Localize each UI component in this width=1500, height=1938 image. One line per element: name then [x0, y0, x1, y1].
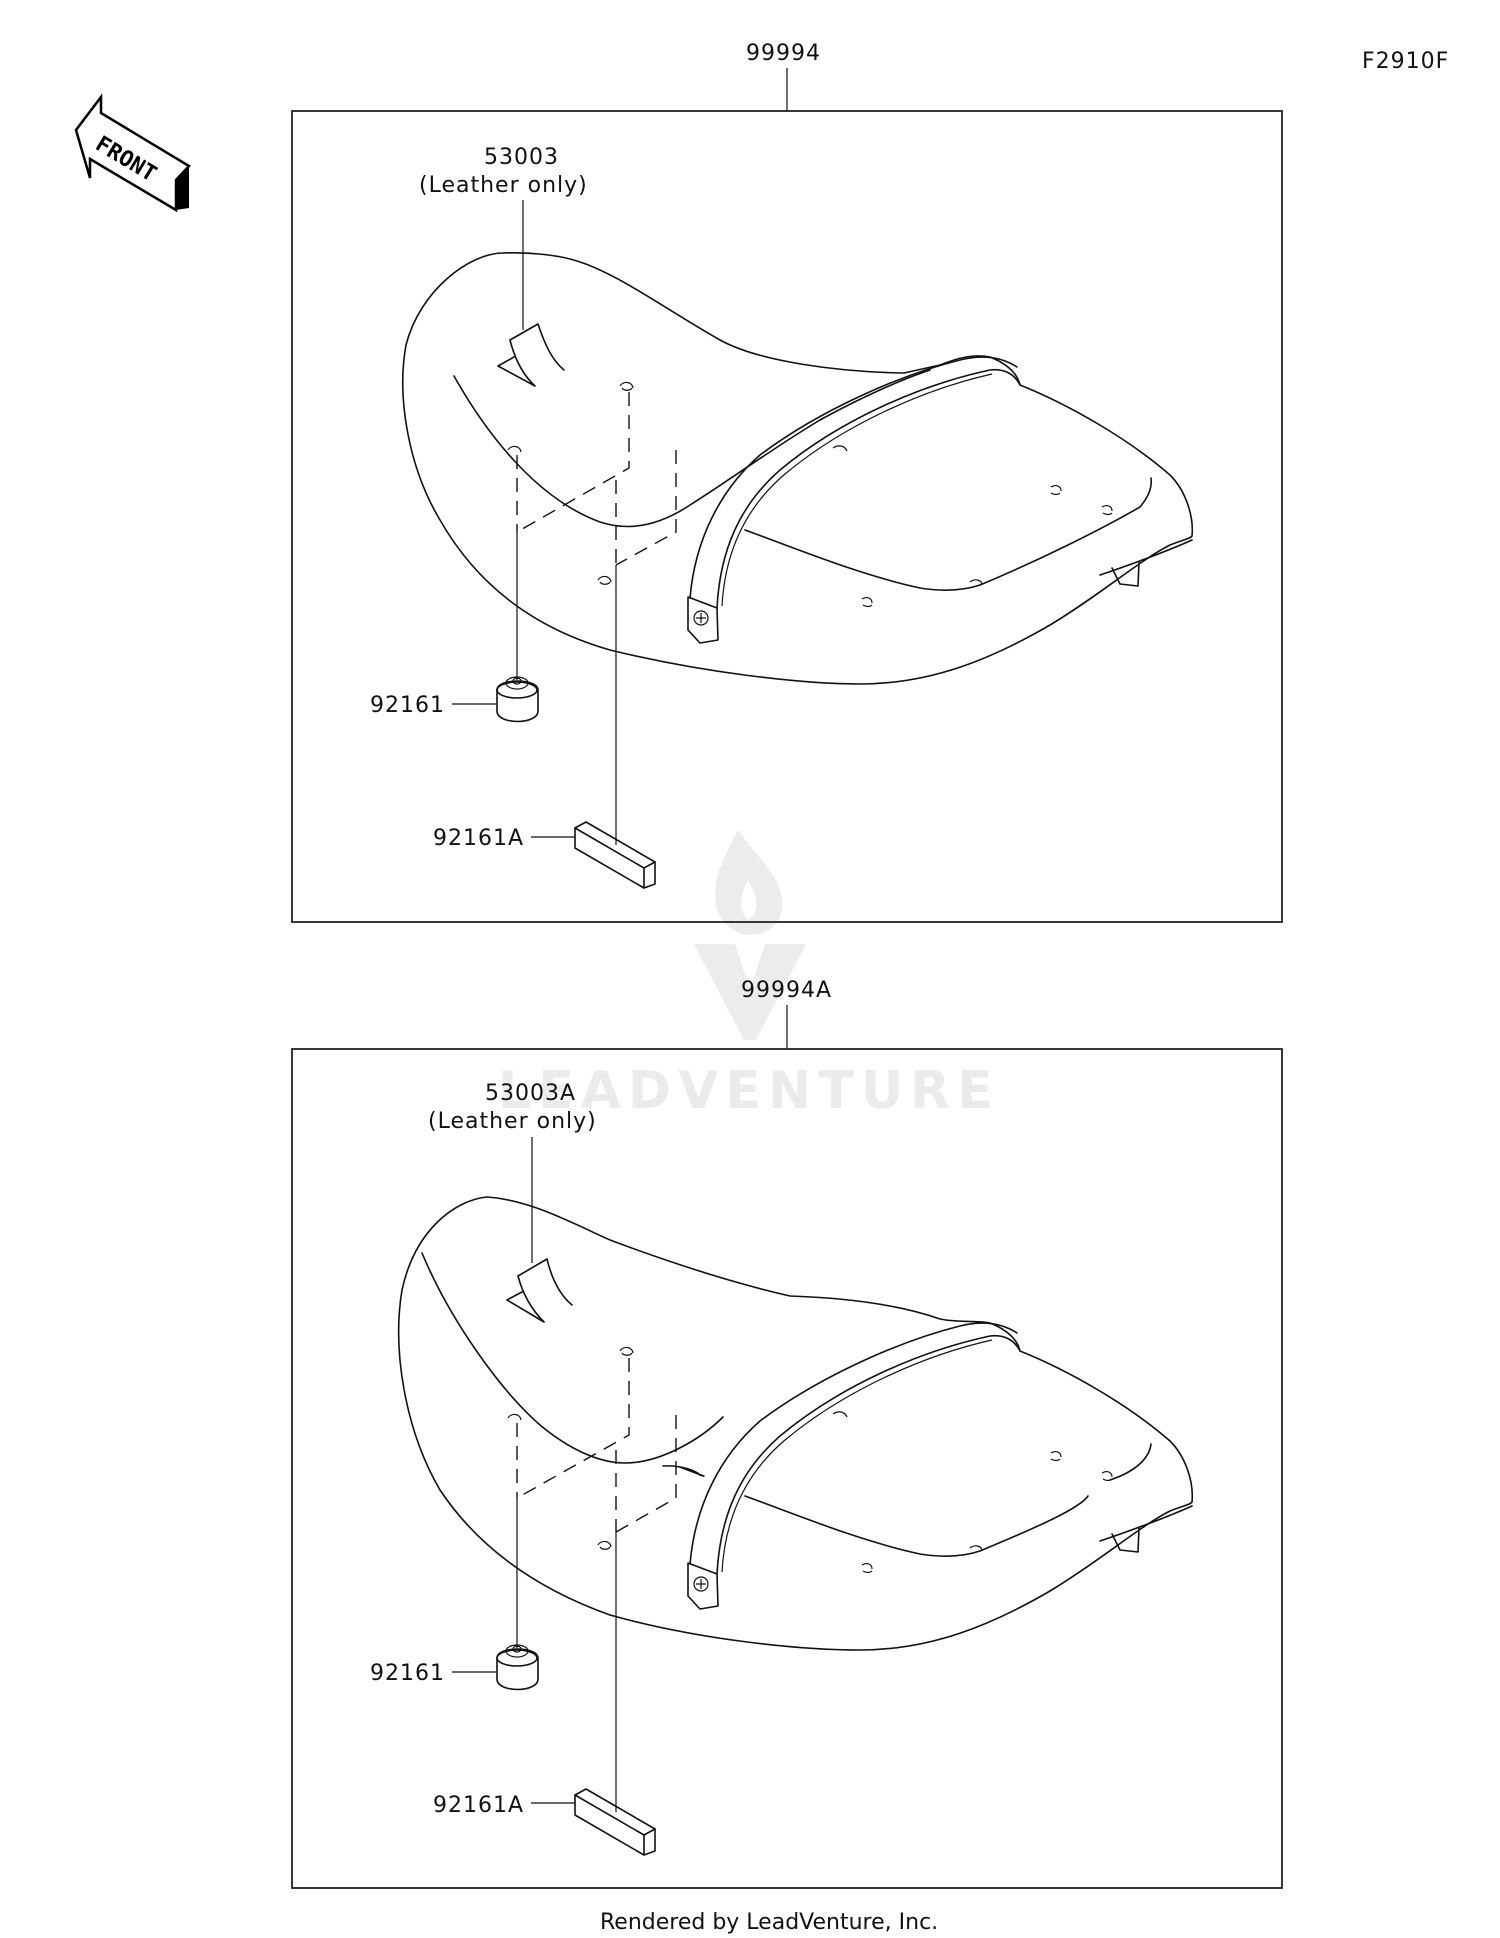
flame-logo-icon	[715, 830, 783, 935]
grommet-92161-icon	[496, 1644, 539, 1691]
seat-drawing	[401, 252, 1194, 685]
assembly-part-number[interactable]: 99994A	[741, 978, 832, 1003]
callout-part[interactable]: 53003A	[485, 1081, 576, 1106]
strip-92161A-icon	[574, 1788, 656, 1856]
callout-note: (Leather only)	[419, 173, 588, 198]
assembly-part-number[interactable]: 99994	[746, 41, 821, 66]
front-arrow-icon: FRONT	[74, 93, 191, 213]
footer-credit: Rendered by LeadVenture, Inc.	[600, 1910, 938, 1935]
assembly-box	[291, 110, 1283, 923]
assembly-box	[291, 1048, 1283, 1889]
callout-part[interactable]: 92161A	[433, 826, 524, 851]
watermark-text: LEADVENTURE	[498, 1061, 1000, 1121]
callout-part[interactable]: 92161	[370, 693, 445, 718]
callout-part[interactable]: 92161	[370, 1661, 445, 1686]
grommet-92161-icon	[496, 676, 539, 723]
callout-part[interactable]: 53003	[484, 145, 559, 170]
seat-drawing	[397, 1196, 1194, 1651]
callout-note: (Leather only)	[428, 1109, 597, 1134]
assembly-99994A: 99994A	[291, 978, 1283, 1889]
figure-code: F2910F	[1362, 49, 1449, 74]
v-logo-icon	[694, 944, 806, 1040]
leadventure-watermark: LEADVENTURE	[498, 830, 1000, 1121]
strip-92161A-icon	[574, 821, 656, 889]
assembly-99994: 99994	[291, 41, 1283, 923]
callout-part[interactable]: 92161A	[433, 1793, 524, 1818]
